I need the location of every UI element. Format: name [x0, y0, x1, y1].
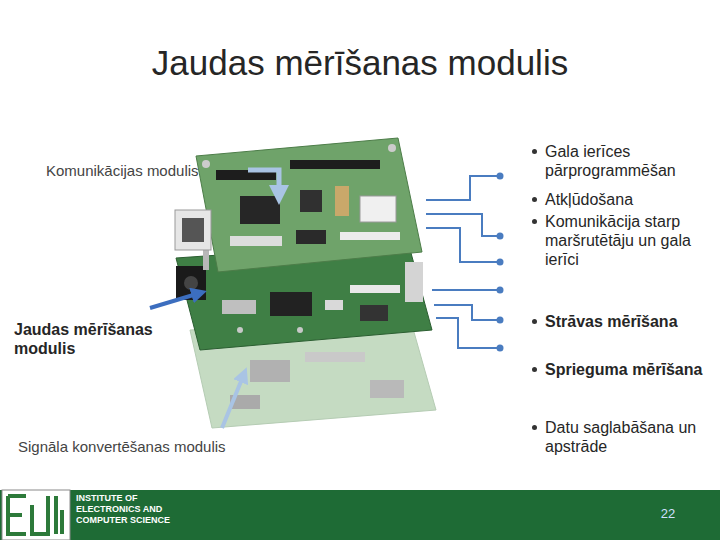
feature-text: Sprieguma mērīšana: [545, 360, 715, 379]
slide-title: Jaudas mērīšanas modulis: [0, 42, 720, 84]
module-label: Komunikācijas modulis: [46, 162, 241, 180]
module-label: Jaudas mērīšanas modulis: [14, 320, 164, 358]
footer-band: [0, 490, 720, 540]
callout-arrow: [222, 374, 244, 428]
feature-text: Atkļūdošana: [545, 190, 715, 209]
institute-name: INSTITUTE OF: [76, 494, 138, 504]
institute-name: COMPUTER SCIENCE: [76, 516, 170, 526]
bullet-dot: [532, 197, 537, 202]
bullet-dot: [532, 149, 537, 154]
feature-text: Gala ierīces pārprogrammēšan: [545, 142, 715, 180]
communication-board: [175, 138, 422, 272]
module-label: Signāla konvertēšanas modulis: [18, 438, 258, 456]
bullet-dot: [532, 319, 537, 324]
bullet-dot: [532, 367, 537, 372]
feature-text: Datu saglabāšana un apstrāde: [545, 418, 715, 456]
bullet-dot: [532, 425, 537, 430]
callout-arrow: [150, 293, 200, 308]
page-number: 22: [640, 506, 696, 522]
feature-text: Strāvas mērīšana: [545, 312, 715, 331]
bullet-dot: [532, 219, 537, 224]
institute-logo: [2, 490, 70, 540]
leader-dots: [497, 173, 504, 352]
leader-lines: [426, 176, 500, 348]
callout-arrow: [248, 170, 279, 196]
feature-text: Komunikācija starp maršrutētāju un gala …: [545, 212, 715, 270]
institute-name: ELECTRONICS AND: [76, 505, 162, 515]
